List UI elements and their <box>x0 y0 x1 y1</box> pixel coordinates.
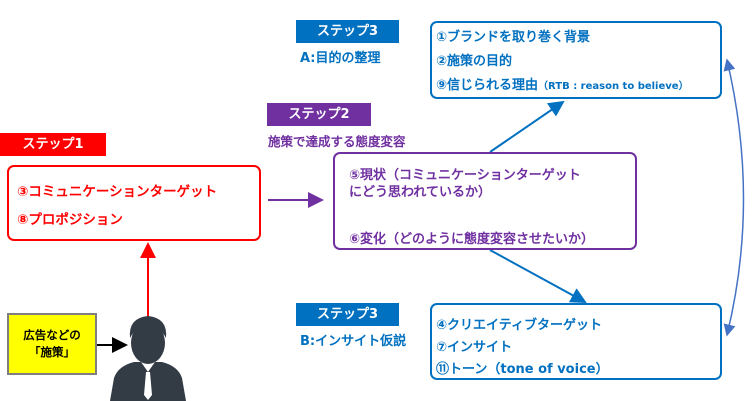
step3b-label: ステップ3 <box>296 303 399 326</box>
step3b-item: ⑪トーン（tone of voice） <box>436 362 609 377</box>
desired-change: ⑥変化（どのように態度変容させたいか） <box>349 232 595 247</box>
step1-label: ステップ1 <box>0 133 106 156</box>
arrow-step2-to-step3b <box>489 249 587 303</box>
current-state-line1: ⑤現状（コミュニケーションターゲット <box>349 168 581 183</box>
measure-line1: 広告などの <box>23 328 81 342</box>
step3a-subtitle: A:目的の整理 <box>300 51 381 66</box>
step1-item: ③コミュニケーションターゲット <box>17 184 218 200</box>
step3b-subtitle: B:インサイト仮説 <box>300 334 407 349</box>
step3a-item: ①ブランドを取り巻く背景 <box>436 30 591 45</box>
step3b-item: ⑦インサイト <box>436 340 513 355</box>
measure-box: 広告などの 「施策」 <box>7 313 97 375</box>
step1-box: ③コミュニケーションターゲット ⑧プロポジション <box>7 165 261 241</box>
step2-subtitle: 施策で達成する態度変容 <box>268 134 406 149</box>
step3b-box: ④クリエイティブターゲット ⑦インサイト ⑪トーン（tone of voice） <box>430 303 722 380</box>
person-icon <box>110 316 186 401</box>
step2-label: ステップ2 <box>267 103 371 126</box>
measure-line2: 「施策」 <box>29 345 75 359</box>
step3b-item: ④クリエイティブターゲット <box>436 318 602 333</box>
step2-box: ⑤現状（コミュニケーションターゲット にどう思われているか） ⑥変化（どのように… <box>333 152 637 250</box>
step3a-label: ステップ3 <box>296 20 399 43</box>
step3a-box: ①ブランドを取り巻く背景 ②施策の目的 ⑨信じられる理由（RTB : reaso… <box>430 21 722 99</box>
step3a-item: ②施策の目的 <box>436 54 513 69</box>
current-state-line2: にどう思われているか） <box>349 185 491 200</box>
double-arrow-step3a-step3b <box>723 58 745 337</box>
step3a-item: ⑨信じられる理由 <box>436 78 539 93</box>
rtb-note: （RTB : reason to believe） <box>538 81 689 92</box>
step1-item: ⑧プロポジション <box>17 212 123 228</box>
arrow-step2-to-step3a <box>489 100 565 153</box>
